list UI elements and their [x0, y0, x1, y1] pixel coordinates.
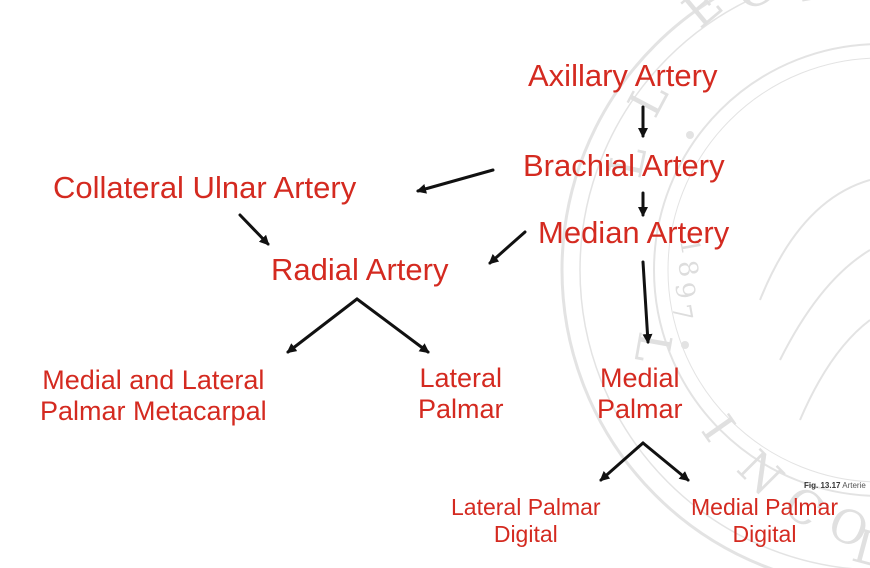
- svg-text:9: 9: [668, 280, 700, 302]
- arrow-radial-to-metacarpal: [286, 297, 359, 354]
- node-medial-palmar: Medial Palmar: [597, 363, 683, 426]
- node-line: Palmar: [597, 394, 683, 425]
- figure-caption-label: Fig. 13.17: [804, 481, 841, 490]
- svg-text:1: 1: [673, 236, 705, 258]
- svg-text:7: 7: [665, 302, 697, 324]
- node-line: Medial Palmar: [691, 494, 838, 520]
- node-line: Palmar: [418, 394, 504, 425]
- arrow-median-to-radial: [488, 230, 527, 265]
- node-brachial-artery: Brachial Artery: [523, 148, 725, 183]
- node-line: Digital: [493, 520, 558, 547]
- node-lateral-palmar: Lateral Palmar: [418, 363, 504, 426]
- node-line: Lateral Palmar: [451, 494, 601, 520]
- node-median-artery: Median Artery: [538, 215, 730, 250]
- arrow-brachial-to-collateral-ulnar: [416, 168, 495, 194]
- node-lateral-palmar-digital: Lateral Palmar Digital: [451, 494, 601, 547]
- svg-text:8: 8: [671, 258, 703, 280]
- node-line: Lateral: [419, 363, 503, 393]
- arrow-collateral-ulnar-to-radial: [238, 213, 270, 246]
- arrow-medial-palmar-to-lateral-digital: [599, 441, 645, 482]
- arrow-radial-to-lateral-palmar: [355, 297, 430, 354]
- arrow-medial-palmar-to-medial-digital: [641, 441, 690, 482]
- node-medial-and-lateral-palmar-metacarpal: Medial and Lateral Palmar Metacarpal: [40, 365, 267, 428]
- figure-caption-text: Arterie: [842, 481, 866, 490]
- node-line: Medial: [599, 363, 680, 393]
- figure-caption: Fig. 13.17 Arterie: [804, 481, 866, 490]
- arrow-median-to-medial-palmar: [641, 260, 653, 344]
- node-line: Medial and Lateral: [42, 365, 265, 395]
- node-collateral-ulnar-artery: Collateral Ulnar Artery: [53, 170, 357, 205]
- node-line: Digital: [732, 520, 797, 547]
- node-medial-palmar-digital: Medial Palmar Digital: [691, 494, 838, 547]
- node-line: Palmar Metacarpal: [40, 396, 267, 427]
- node-axillary-artery: Axillary Artery: [528, 58, 718, 93]
- node-radial-artery: Radial Artery: [271, 252, 449, 287]
